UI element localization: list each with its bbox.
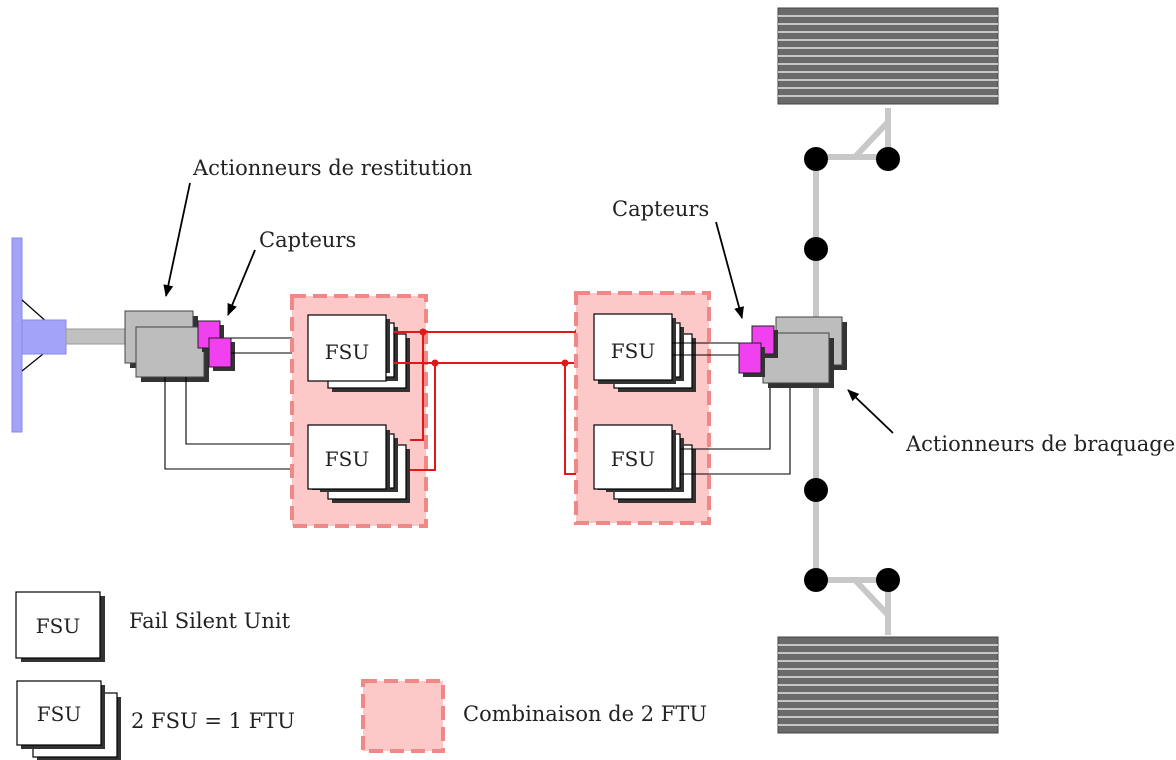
steering-actuators-label: Actionneurs de braquage (905, 432, 1175, 456)
legend-fsu-box-label: FSU (36, 614, 80, 638)
left-signal-wiring (164, 337, 308, 470)
right-ftu-bottom: FSU (593, 424, 696, 503)
right-sensors-label: Capteurs (612, 197, 709, 221)
legend-fsu-text: Fail Silent Unit (129, 609, 291, 633)
fsu-label: FSU (325, 447, 369, 471)
right-ftu-top: FSU (593, 313, 696, 392)
left-sensors-label: Capteurs (259, 228, 356, 252)
restitution-actuators-label: Actionneurs de restitution (192, 156, 472, 180)
network-nodes (419, 328, 582, 367)
steering-wheel (11, 237, 129, 433)
legend-fsu: FSU Fail Silent Unit (15, 591, 291, 662)
legend-combination: Combinaison de 2 FTU (361, 679, 707, 753)
left-ftu-top: FSU (307, 314, 410, 392)
axle-joints (804, 147, 900, 592)
top-tire (777, 7, 999, 105)
legend-ftu-box-label: FSU (37, 702, 81, 726)
legend-combination-text: Combinaison de 2 FTU (463, 702, 707, 726)
annotation-arrows (163, 182, 894, 434)
fsu-label: FSU (611, 447, 655, 471)
legend-ftu: FSU 2 FSU = 1 FTU (16, 680, 295, 760)
bottom-tire (777, 636, 999, 734)
restitution-actuators (124, 310, 209, 382)
fsu-label: FSU (325, 340, 369, 364)
right-signal-wiring (672, 342, 791, 475)
legend-ftu-text: 2 FSU = 1 FTU (131, 709, 295, 733)
left-sensors (197, 320, 235, 371)
right-sensors (738, 325, 778, 377)
fsu-label: FSU (611, 339, 655, 363)
left-ftu-bottom: FSU (307, 424, 410, 503)
